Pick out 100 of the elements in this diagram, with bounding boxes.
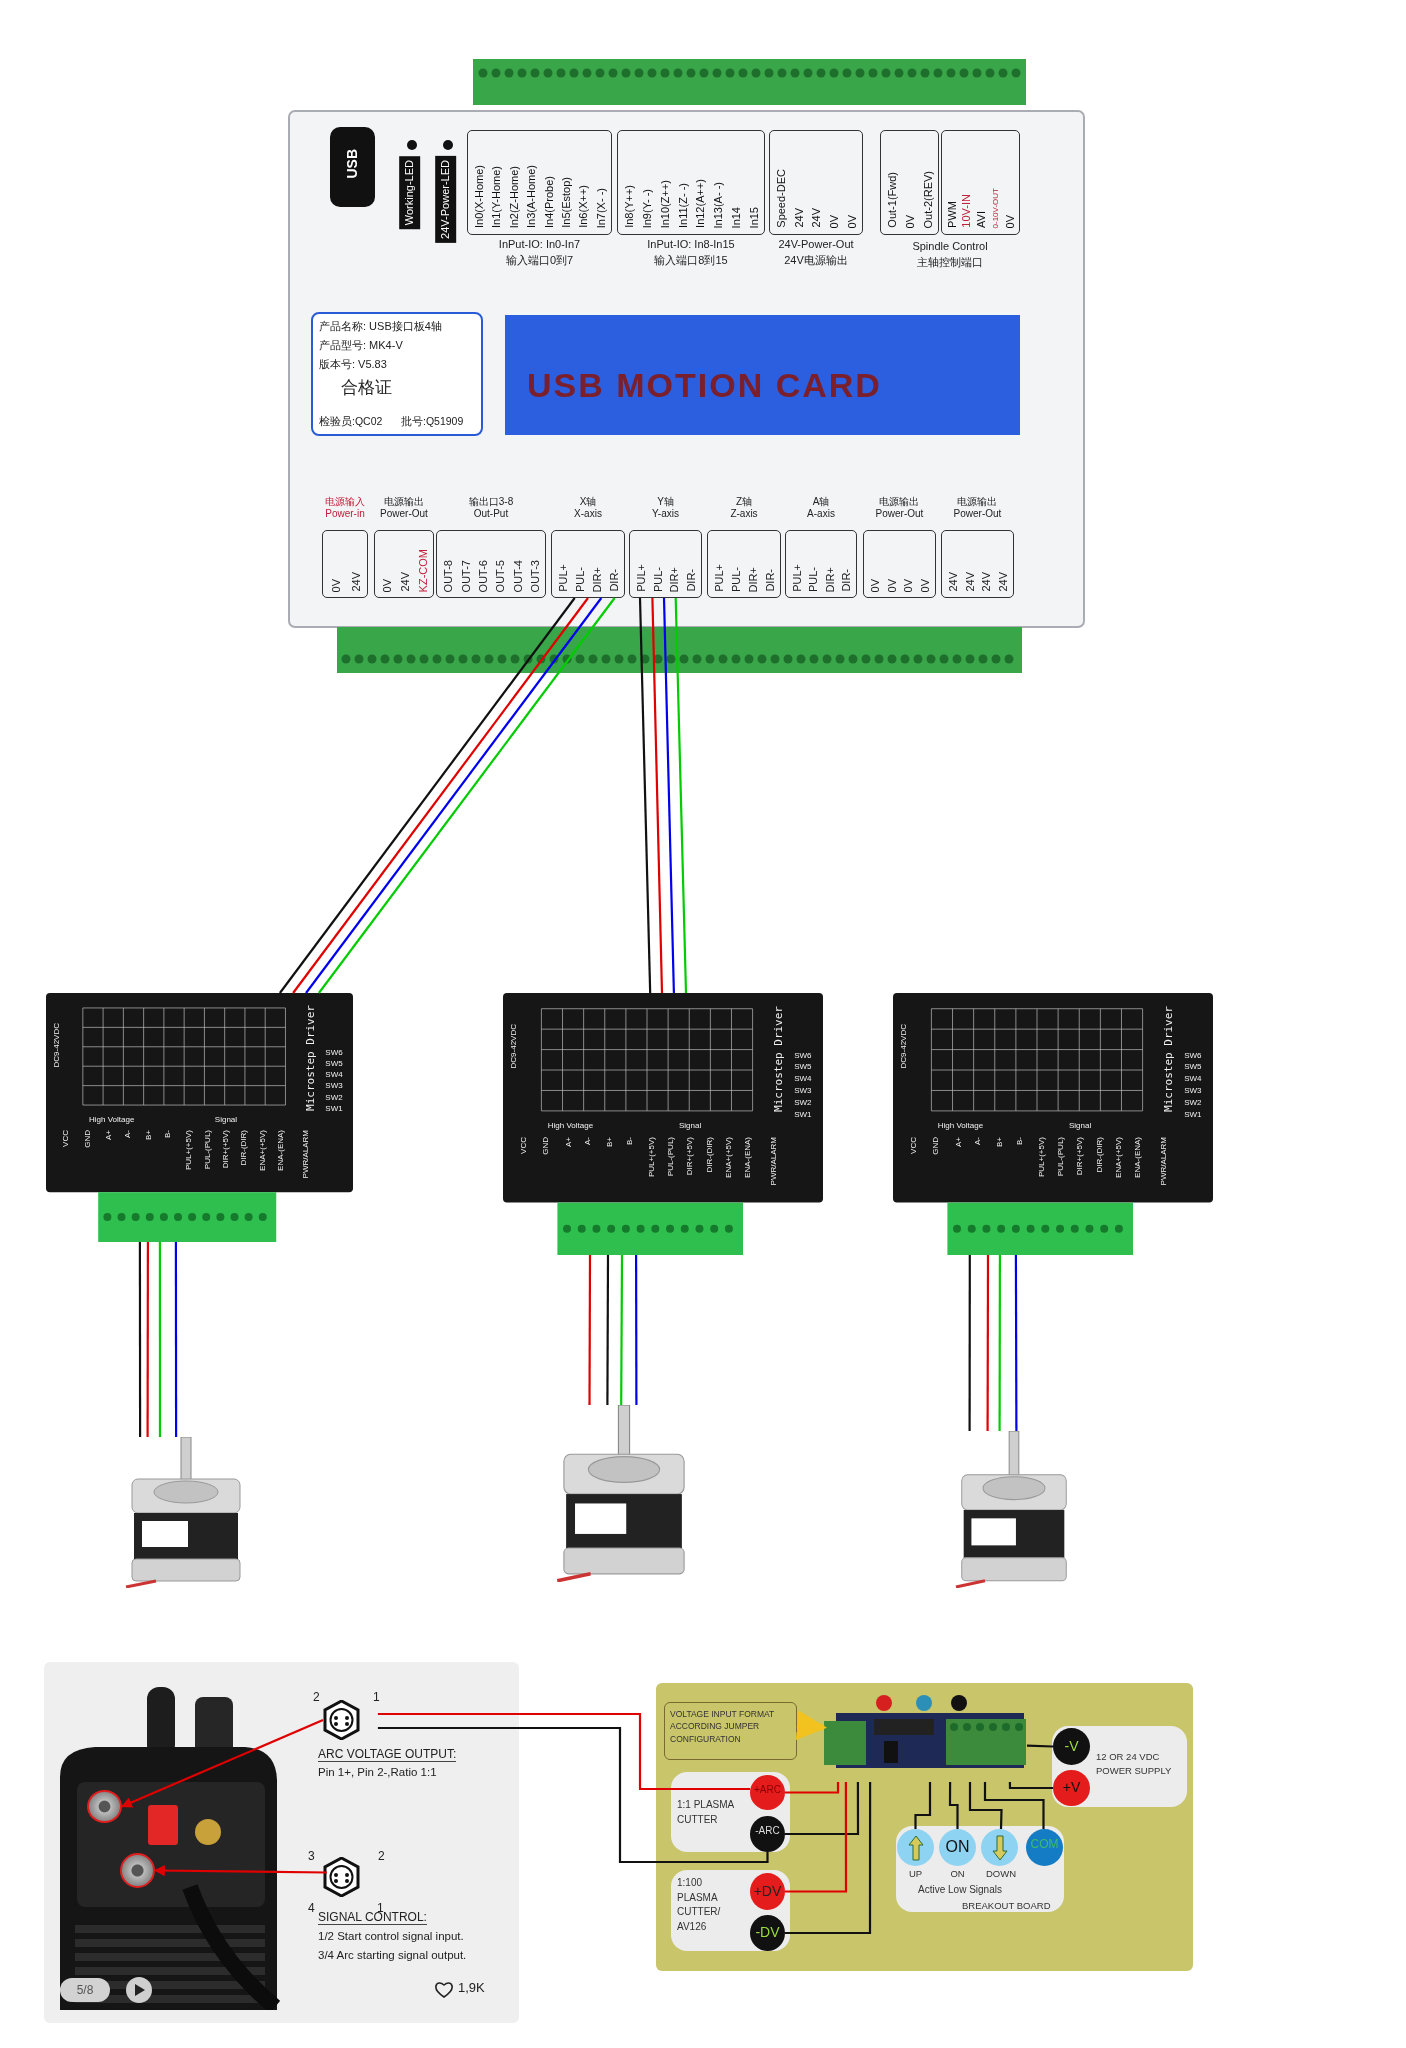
wire xyxy=(998,1255,1001,1431)
pin-label: 24V xyxy=(349,572,363,592)
driver-label: PUL-(PUL) xyxy=(202,1129,213,1170)
pin-number: 1 xyxy=(373,1690,380,1705)
terminal-marker xyxy=(1053,1728,1090,1765)
driver-label: Signal xyxy=(679,1121,702,1131)
connector-title: SIGNAL CONTROL: xyxy=(318,1910,427,1926)
pin-label: 0-10V-OUT xyxy=(991,187,1001,228)
driver-label: A- xyxy=(122,1129,133,1138)
connector-description: 1/2 Start control signal input. xyxy=(318,1930,464,1944)
port-caption: 输入端口8到15 xyxy=(653,254,729,268)
arrow xyxy=(153,1865,327,1877)
driver-label: ENA+(+5V) xyxy=(257,1129,268,1171)
driver-label: PUL-(PUL) xyxy=(1056,1137,1066,1177)
driver-label: PUL+(+5V) xyxy=(647,1137,657,1178)
pin-label: DIR+ xyxy=(823,566,837,592)
pin-label: In13(A- -) xyxy=(712,181,725,228)
wire xyxy=(638,597,652,994)
pin-number: 2 xyxy=(378,1849,385,1864)
pin-label: In3(A-Home) xyxy=(525,165,539,228)
pin-label: In0(X-Home) xyxy=(473,165,487,228)
pin-label: In9(Y- -) xyxy=(641,188,654,228)
driver-label: DC9-42VDC xyxy=(899,1024,909,1069)
driver-label: SW6 xyxy=(794,1050,812,1061)
pin-label: In14 xyxy=(729,206,743,228)
pin-label: PUL+ xyxy=(790,564,804,592)
connector-description: Pin 1+, Pin 2-,Ratio 1:1 xyxy=(318,1766,437,1780)
wire xyxy=(785,1782,848,1893)
terminal-marker xyxy=(1053,1770,1090,1806)
driver-label: High Voltage xyxy=(547,1121,594,1131)
wire xyxy=(785,1782,860,1836)
pin-label: PUL- xyxy=(574,566,587,592)
driver-label: SW4 xyxy=(794,1074,812,1084)
driver-label: High Voltage xyxy=(88,1115,135,1125)
driver-label: B- xyxy=(624,1137,635,1146)
pin-label: 0V xyxy=(1004,214,1018,228)
driver-label: VCC xyxy=(519,1137,529,1154)
pin-label: OUT-3 xyxy=(528,559,542,592)
pin-label: KZ-COM xyxy=(416,548,430,592)
driver-label: SW6 xyxy=(1184,1050,1202,1061)
port-heading: A轴 A-axis xyxy=(807,496,835,520)
connector-title: ARC VOLTAGE OUTPUT: xyxy=(318,1747,457,1763)
driver-label: B- xyxy=(162,1129,173,1138)
wire xyxy=(620,1255,624,1405)
wire xyxy=(948,1782,959,1829)
driver-label: B+ xyxy=(144,1129,154,1140)
pin-label: AVI xyxy=(974,211,988,228)
driver-label: SW1 xyxy=(794,1109,812,1120)
pin-label: PUL+ xyxy=(634,564,648,592)
driver-label: ENA-(ENA) xyxy=(276,1129,286,1171)
banner-title: USB MOTION CARD xyxy=(527,365,882,406)
pin-label: PUL+ xyxy=(713,564,726,592)
signal-text: COM xyxy=(1029,1837,1060,1852)
pin-label: In10(Z++) xyxy=(658,179,672,228)
pin-label: 0V xyxy=(868,578,882,592)
port-caption: InPut-IO: In0-In7 xyxy=(497,238,582,252)
pin-label: DIR- xyxy=(840,569,854,592)
driver-label: B+ xyxy=(995,1137,1005,1148)
driver-label: PUL-(PUL) xyxy=(666,1137,676,1177)
driver-label: SW4 xyxy=(1184,1074,1202,1084)
group-label: 1:100 PLASMA CUTTER/ AV126 xyxy=(677,1876,722,1934)
driver-label: DIR+(+5V) xyxy=(1075,1137,1085,1176)
wire xyxy=(138,1242,142,1437)
group-label: 12 OR 24 VDC POWER SUPPLY xyxy=(1096,1750,1173,1778)
terminal-marker xyxy=(750,1873,785,1910)
driver-label: Microstep Driver xyxy=(303,1005,318,1112)
driver-label: Signal xyxy=(1069,1121,1092,1131)
arrow xyxy=(795,1710,827,1741)
led-label: 24V-Power-LED xyxy=(435,156,457,243)
driver-label: High Voltage xyxy=(937,1121,984,1131)
driver-label: PWR/ALARM xyxy=(300,1129,311,1179)
pin-label: 24V xyxy=(963,572,977,592)
terminal-label: -V xyxy=(1063,1737,1080,1755)
terminal-marker xyxy=(750,1816,785,1852)
wire xyxy=(914,1782,932,1829)
driver-label: SW4 xyxy=(325,1070,343,1080)
group-label: Active Low Signals xyxy=(918,1883,1003,1897)
terminal-marker xyxy=(750,1775,785,1810)
driver-label: PUL+(+5V) xyxy=(184,1129,194,1170)
driver-label: SW5 xyxy=(1184,1062,1202,1072)
pin-label: 24V xyxy=(810,208,824,228)
sticker-text: 产品型号: MK4-V xyxy=(319,339,403,353)
driver-label: Microstep Driver xyxy=(771,1006,785,1113)
pin-label: OUT-4 xyxy=(511,559,525,592)
driver-label: VCC xyxy=(909,1137,919,1154)
pin-label: PUL- xyxy=(807,566,821,592)
wire xyxy=(606,1255,610,1405)
driver-label: ENA+(+5V) xyxy=(723,1137,734,1178)
pin-label: OUT-7 xyxy=(459,559,473,592)
terminal-label: +ARC xyxy=(753,1783,782,1796)
pin-label: OUT-6 xyxy=(476,559,490,592)
port-caption: 24V电源输出 xyxy=(783,254,849,268)
wire xyxy=(785,1782,840,1794)
pin-label: In12(A++) xyxy=(694,179,708,228)
photo-panel xyxy=(44,1662,519,2023)
driver-label: SW5 xyxy=(794,1062,812,1072)
driver-label: B- xyxy=(1014,1137,1025,1146)
pin-label: In7(X- -) xyxy=(594,187,608,228)
driver-label: ENA+(+5V) xyxy=(1113,1137,1124,1178)
port-caption: 输入端口0到7 xyxy=(504,254,575,268)
